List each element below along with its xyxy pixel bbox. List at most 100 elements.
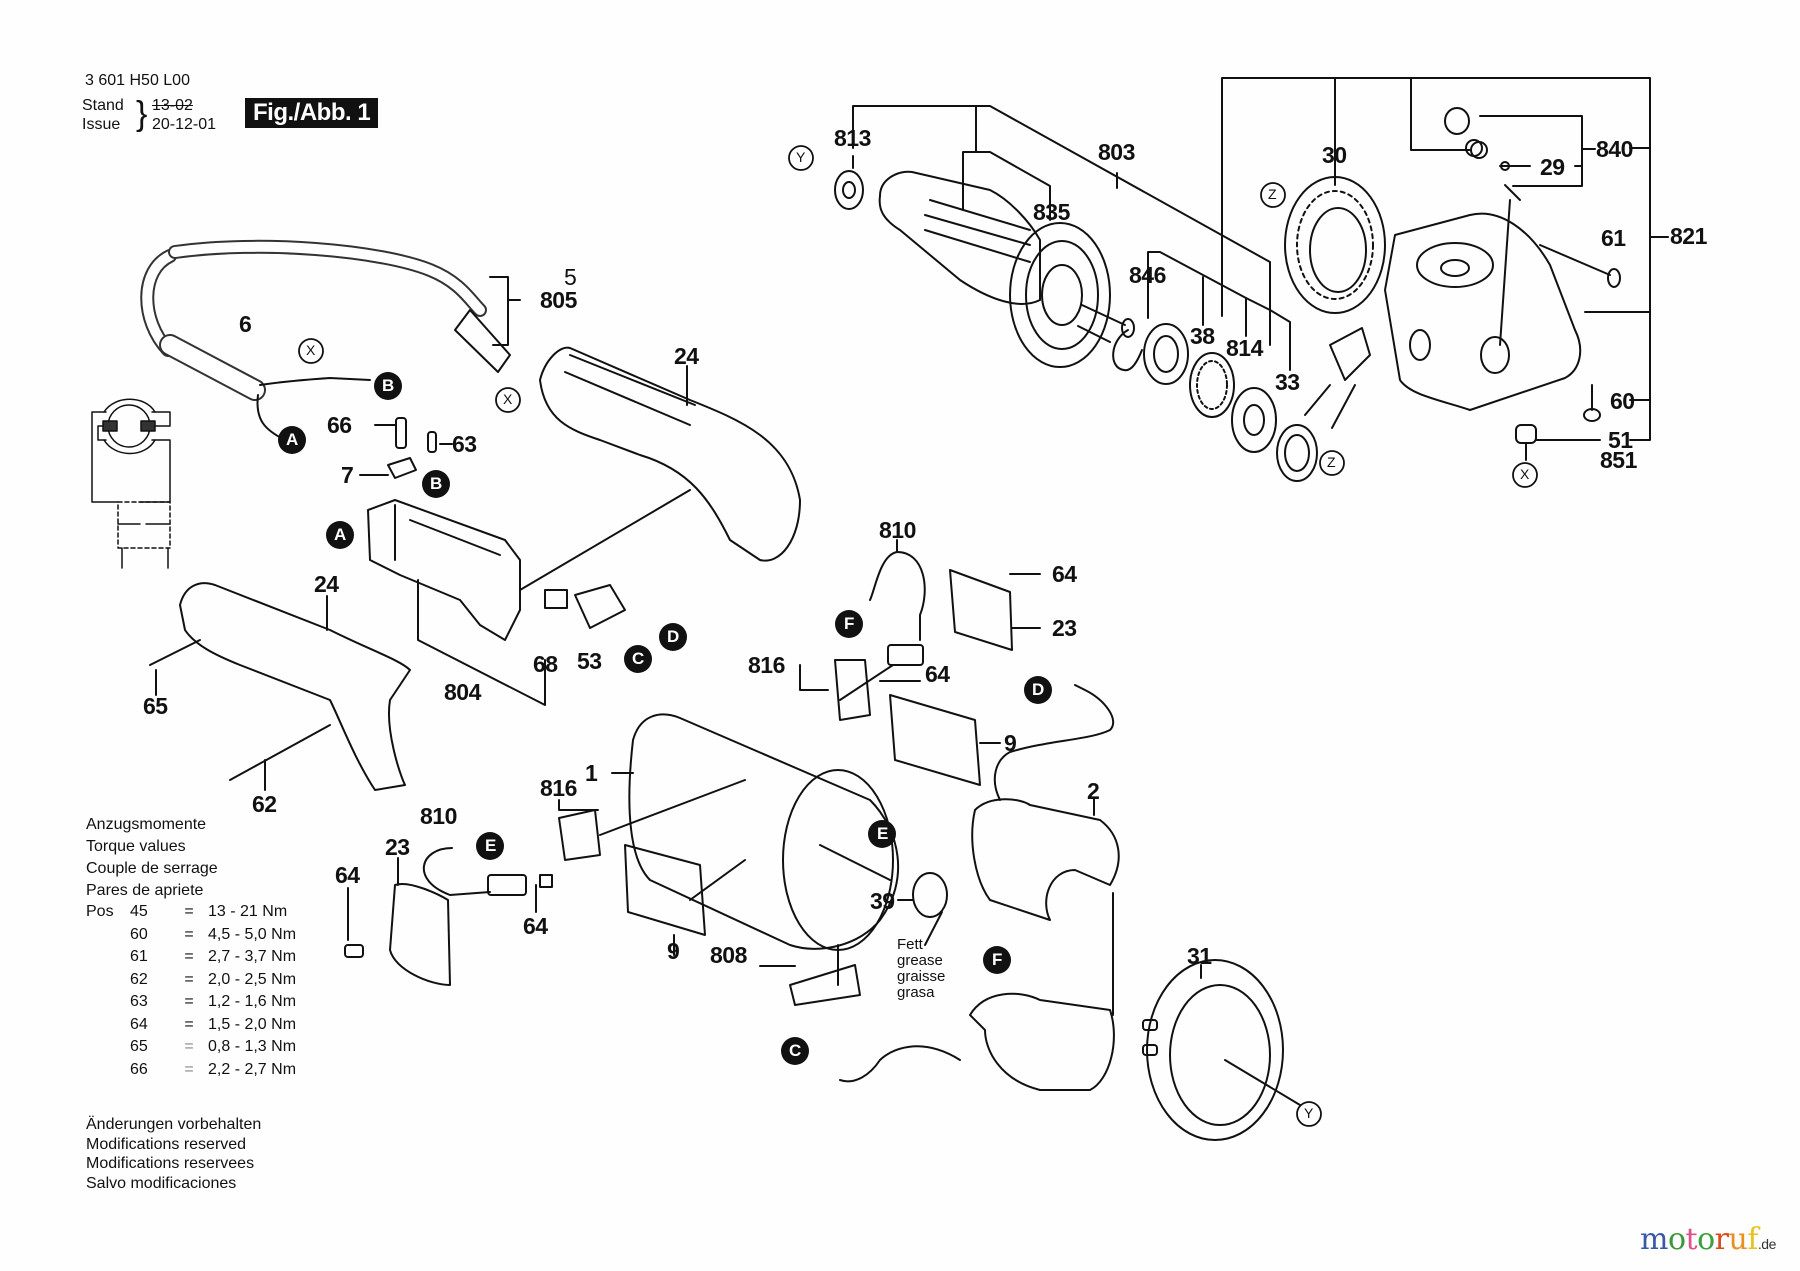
torque-eq: = — [184, 948, 194, 965]
bracket-821 — [1221, 77, 1669, 441]
brush-lower-drawing — [344, 779, 746, 986]
modifications-es: Salvo modificaciones — [86, 1174, 237, 1192]
callout-62: 62 — [252, 791, 277, 817]
field-coil-drawing — [839, 684, 1120, 1091]
torque-title-en: Torque values — [86, 838, 186, 855]
callout-23-bottom: 23 — [385, 834, 410, 860]
callout-64-cover-top: 64 — [1052, 561, 1077, 587]
torque-pos: 60 — [130, 925, 148, 943]
torque-row: 63 = 1,2 - 1,6 Nm — [86, 991, 296, 1014]
torque-eq: = — [184, 1038, 194, 1055]
torque-value: 1,2 - 1,6 Nm — [208, 993, 297, 1010]
grease-note-en: grease — [897, 952, 943, 969]
torque-title-es: Pares de apriete — [86, 882, 204, 899]
callout-5: 5 — [564, 264, 577, 290]
armature-parts-row — [1112, 323, 1318, 482]
callout-840: 840 — [1596, 136, 1633, 162]
bevel-gear-drawing — [1284, 176, 1386, 314]
logo-letter: t — [1685, 1222, 1698, 1257]
torque-eq: = — [184, 1060, 194, 1078]
bracket-803 — [852, 105, 1271, 346]
issue-value: 20-12-01 — [152, 116, 217, 133]
callout-38: 38 — [1190, 323, 1215, 349]
callout-805: 805 — [540, 287, 577, 313]
torque-pos: 63 — [130, 993, 148, 1010]
torque-value: 0,8 - 1,3 Nm — [208, 1038, 297, 1055]
callout-816-top: 816 — [748, 652, 785, 678]
grease-note-fr: graisse — [897, 968, 946, 985]
callout-64-holder-top: 64 — [925, 661, 950, 687]
callout-30: 30 — [1322, 142, 1347, 168]
callout-804: 804 — [444, 679, 481, 705]
callout-803: 803 — [1098, 139, 1135, 165]
callout-39: 39 — [870, 888, 895, 914]
torque-row: 65 = 0,8 - 1,3 Nm — [86, 1036, 296, 1059]
torque-eq: = — [184, 925, 194, 943]
callout-9-bottom: 9 — [667, 938, 680, 964]
torque-value: 2,2 - 2,7 Nm — [208, 1060, 297, 1078]
callout-63: 63 — [452, 431, 477, 457]
pos-label: Pos — [86, 903, 114, 920]
torque-pos: 61 — [130, 948, 148, 965]
felt-39-drawing — [897, 872, 948, 946]
grease-note-de: Fett — [897, 936, 923, 953]
callout-64-cover-bottom: 64 — [335, 862, 360, 888]
torque-pos: 66 — [130, 1060, 148, 1078]
callout-6: 6 — [239, 311, 252, 337]
modifications-fr: Modifications reservees — [86, 1155, 255, 1172]
torque-row: 62=2,0 - 2,5 Nm — [86, 969, 296, 992]
callout-68: 68 — [533, 651, 558, 677]
torque-eq: = — [184, 903, 194, 920]
screw-60-drawing — [1583, 384, 1601, 422]
callout-816-bottom: 816 — [540, 775, 577, 801]
callout-64-holder-bottom: 64 — [523, 913, 548, 939]
part-number: 3 601 H50 L00 — [85, 72, 190, 89]
torque-eq: = — [184, 993, 194, 1010]
end-shield-drawing — [1142, 959, 1301, 1141]
grease-note-es: grasa — [897, 984, 935, 1001]
callout-810-top: 810 — [879, 517, 916, 543]
callout-846: 846 — [1129, 262, 1166, 288]
spindle-lock-parts — [1444, 107, 1521, 201]
callout-66: 66 — [327, 412, 352, 438]
gear-head-drawing — [1384, 199, 1582, 411]
callout-60: 60 — [1610, 388, 1635, 414]
callout-835: 835 — [1033, 199, 1070, 225]
screws-66-63-clip-7 — [359, 417, 453, 479]
callout-821: 821 — [1670, 223, 1707, 249]
torque-value: 1,5 - 2,0 Nm — [208, 1015, 297, 1033]
motoruf-logo[interactable]: motoruf.de — [1640, 1222, 1776, 1257]
issue-label: Issue — [82, 116, 121, 133]
callout-1: 1 — [585, 760, 598, 786]
torque-pos: 64 — [130, 1015, 148, 1033]
screw-61-drawing — [1539, 244, 1621, 288]
torque-row: 61=2,7 - 3,7 Nm — [86, 946, 296, 969]
torque-titles: Anzugsmomente Torque values Couple de se… — [86, 814, 218, 902]
torque-pos: 65 — [130, 1038, 148, 1055]
callout-7: 7 — [341, 462, 354, 488]
stand-label: Stand — [82, 97, 124, 114]
brush-cover-upper-drawing — [889, 569, 1041, 786]
torque-value: 4,5 - 5,0 Nm — [208, 925, 297, 943]
callout-29: 29 — [1540, 154, 1565, 180]
switch-drawing — [367, 489, 691, 706]
callout-808: 808 — [710, 942, 747, 968]
handle-bottom-drawing — [149, 582, 411, 791]
logo-letter: f — [1747, 1222, 1758, 1257]
torque-title-de: Anzugsmomente — [86, 816, 207, 833]
torque-title-fr: Couple de serrage — [86, 860, 218, 877]
callout-53: 53 — [577, 648, 602, 674]
callout-65: 65 — [143, 693, 168, 719]
modifications-note: Änderungen vorbehalten Modifications res… — [86, 1115, 261, 1193]
callout-24-top: 24 — [674, 343, 699, 369]
callout-23-top: 23 — [1052, 615, 1077, 641]
grease-note: Fett grease graisse grasa — [897, 937, 945, 1001]
torque-eq: = — [184, 1015, 194, 1033]
modifications-de: Änderungen vorbehalten — [86, 1116, 262, 1133]
connector-badges — [278, 145, 1538, 1127]
stand-value: 13-02 — [152, 97, 193, 114]
wiring-schematic — [91, 398, 171, 569]
